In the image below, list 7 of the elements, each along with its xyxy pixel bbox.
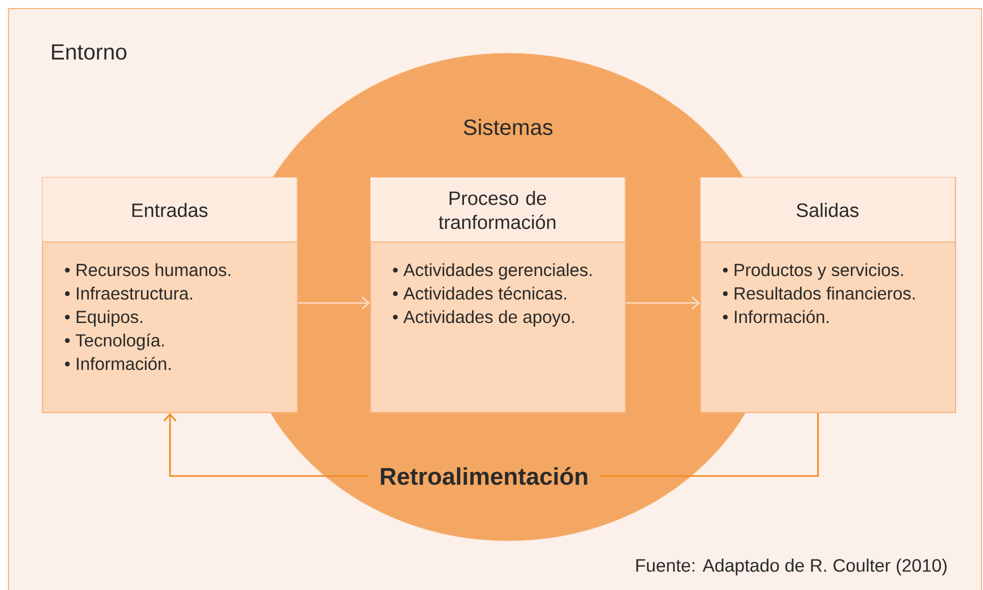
process-box: Entradas • Recursos humanos. • Infraestructura. • Equipos. • Tecnología. • Información. <box>42 177 298 414</box>
process-box: Salidas • Productos y servicios. • Resultados financieros. • Información. <box>700 177 956 414</box>
process-box: Proceso de tranformación • Actividades gerenciales. • Actividades técnicas. • Actividades de apoyo. <box>370 177 626 414</box>
edge-label: Retroalimentación <box>368 463 600 489</box>
arrow <box>298 296 370 310</box>
caption: Fuente: Adaptado de R. Coulter (2010) <box>636 558 947 576</box>
arrow <box>626 296 700 310</box>
